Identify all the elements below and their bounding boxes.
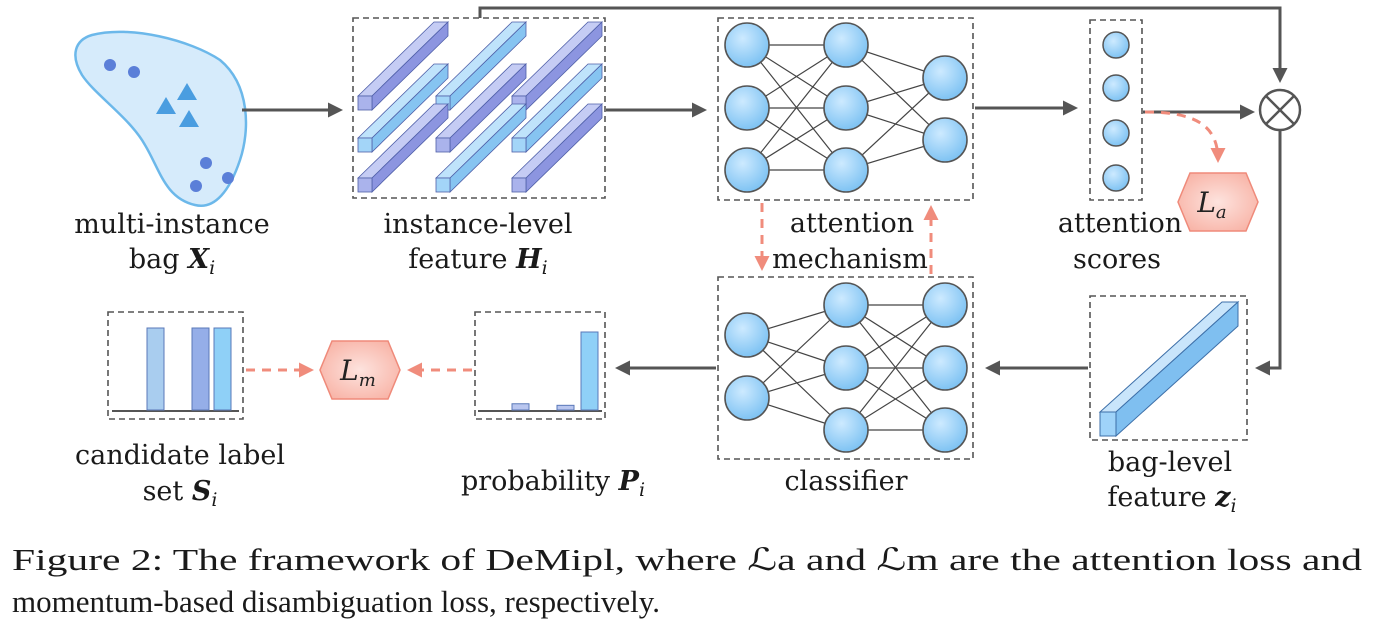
attention-scores-box [1089, 19, 1143, 201]
classifier-node [724, 312, 770, 358]
instance-dot [190, 180, 202, 192]
attention-loss-arrow [1144, 110, 1226, 163]
bag-feature-box [1089, 295, 1248, 441]
probability-box [474, 311, 606, 420]
arrow-icon [478, 6, 1288, 83]
probability-label: probability Pi [461, 466, 645, 501]
feature-bar [357, 103, 449, 193]
instance-label-line2: feature Hi [408, 244, 547, 279]
attention-node [823, 85, 869, 131]
attention-scores-label-line1: attention [1058, 208, 1182, 239]
candidate-bar [191, 327, 210, 411]
instance-feature-bars [357, 21, 603, 193]
bag-label-line2: bag Xi [129, 244, 215, 279]
attention-node [922, 117, 968, 163]
attention-loss-symbol: La [1196, 186, 1226, 223]
feature-bar [357, 21, 449, 111]
classifier-edge [845, 304, 946, 431]
attention-node [724, 22, 770, 68]
candidate-set-box [107, 311, 244, 420]
attention-network [724, 22, 968, 193]
attention-node [724, 147, 770, 193]
candidate-bars [112, 327, 239, 412]
hexagon-loss-icon: Lm [319, 340, 401, 400]
candidate-label-line2: set Si [143, 476, 218, 511]
score-node [1102, 119, 1130, 147]
feature-bar [435, 63, 527, 153]
instance-label-line1: instance-level [384, 209, 573, 240]
candidate-bar [213, 327, 232, 411]
score-node [1102, 164, 1130, 192]
score-node [1102, 74, 1130, 102]
classifier-box [717, 276, 974, 460]
caption-line2: momentum-based disambiguation loss, resp… [12, 584, 660, 619]
probability-bar [580, 331, 599, 411]
bag-feature-label-line2: feature zi [1107, 482, 1236, 517]
instance-dot [104, 59, 116, 71]
arrow-icon [1255, 131, 1282, 376]
instance-triangle [179, 110, 199, 127]
classifier-node [823, 345, 869, 391]
classifier-network [724, 282, 968, 453]
attention-mechanism-box [717, 17, 974, 201]
attention-score-nodes [1102, 31, 1130, 192]
classifier-node [823, 282, 869, 328]
attention-node [823, 22, 869, 68]
classifier-node [922, 345, 968, 391]
instance-triangle [177, 83, 197, 100]
instance-dot [200, 157, 212, 169]
classifier-node [922, 407, 968, 453]
attention-node [823, 147, 869, 193]
attention-mechanism-label-line1: attention [790, 208, 914, 239]
candidate-bar [146, 327, 165, 411]
hexagon-loss-icon: La [1177, 172, 1259, 232]
attention-node [922, 55, 968, 101]
probability-bar [556, 404, 575, 411]
multiply-circle-icon [1258, 88, 1302, 132]
bag-label-line1: multi-instance [74, 209, 270, 240]
momentum-loss-symbol: Lm [339, 354, 376, 391]
classifier-node [922, 282, 968, 328]
feature-bar [357, 63, 449, 153]
instance-dot [128, 66, 140, 78]
bag-feature-bar [1098, 300, 1240, 438]
classifier-node [823, 407, 869, 453]
attention-mechanism-label-line2: mechanism [772, 244, 928, 275]
feature-bar [511, 63, 603, 153]
instance-dot [222, 172, 234, 184]
feature-bar [511, 103, 603, 193]
attention-node [724, 85, 770, 131]
classifier-label: classifier [784, 466, 907, 497]
candidate-label-line1: candidate label [75, 440, 285, 471]
instance-triangle [156, 97, 176, 114]
bag-feature-label-line1: bag-level [1108, 447, 1232, 478]
attention-scores-label-line2: scores [1073, 244, 1161, 275]
caption-line1: Figure 2: The framework of DeMipl, where… [12, 542, 1363, 577]
score-node [1102, 31, 1130, 59]
probability-bars [478, 331, 602, 412]
attention-edge [746, 44, 847, 171]
classifier-node [724, 375, 770, 421]
multi-instance-bag [74, 30, 248, 208]
probability-bar [511, 403, 530, 411]
feature-bar [435, 103, 527, 193]
